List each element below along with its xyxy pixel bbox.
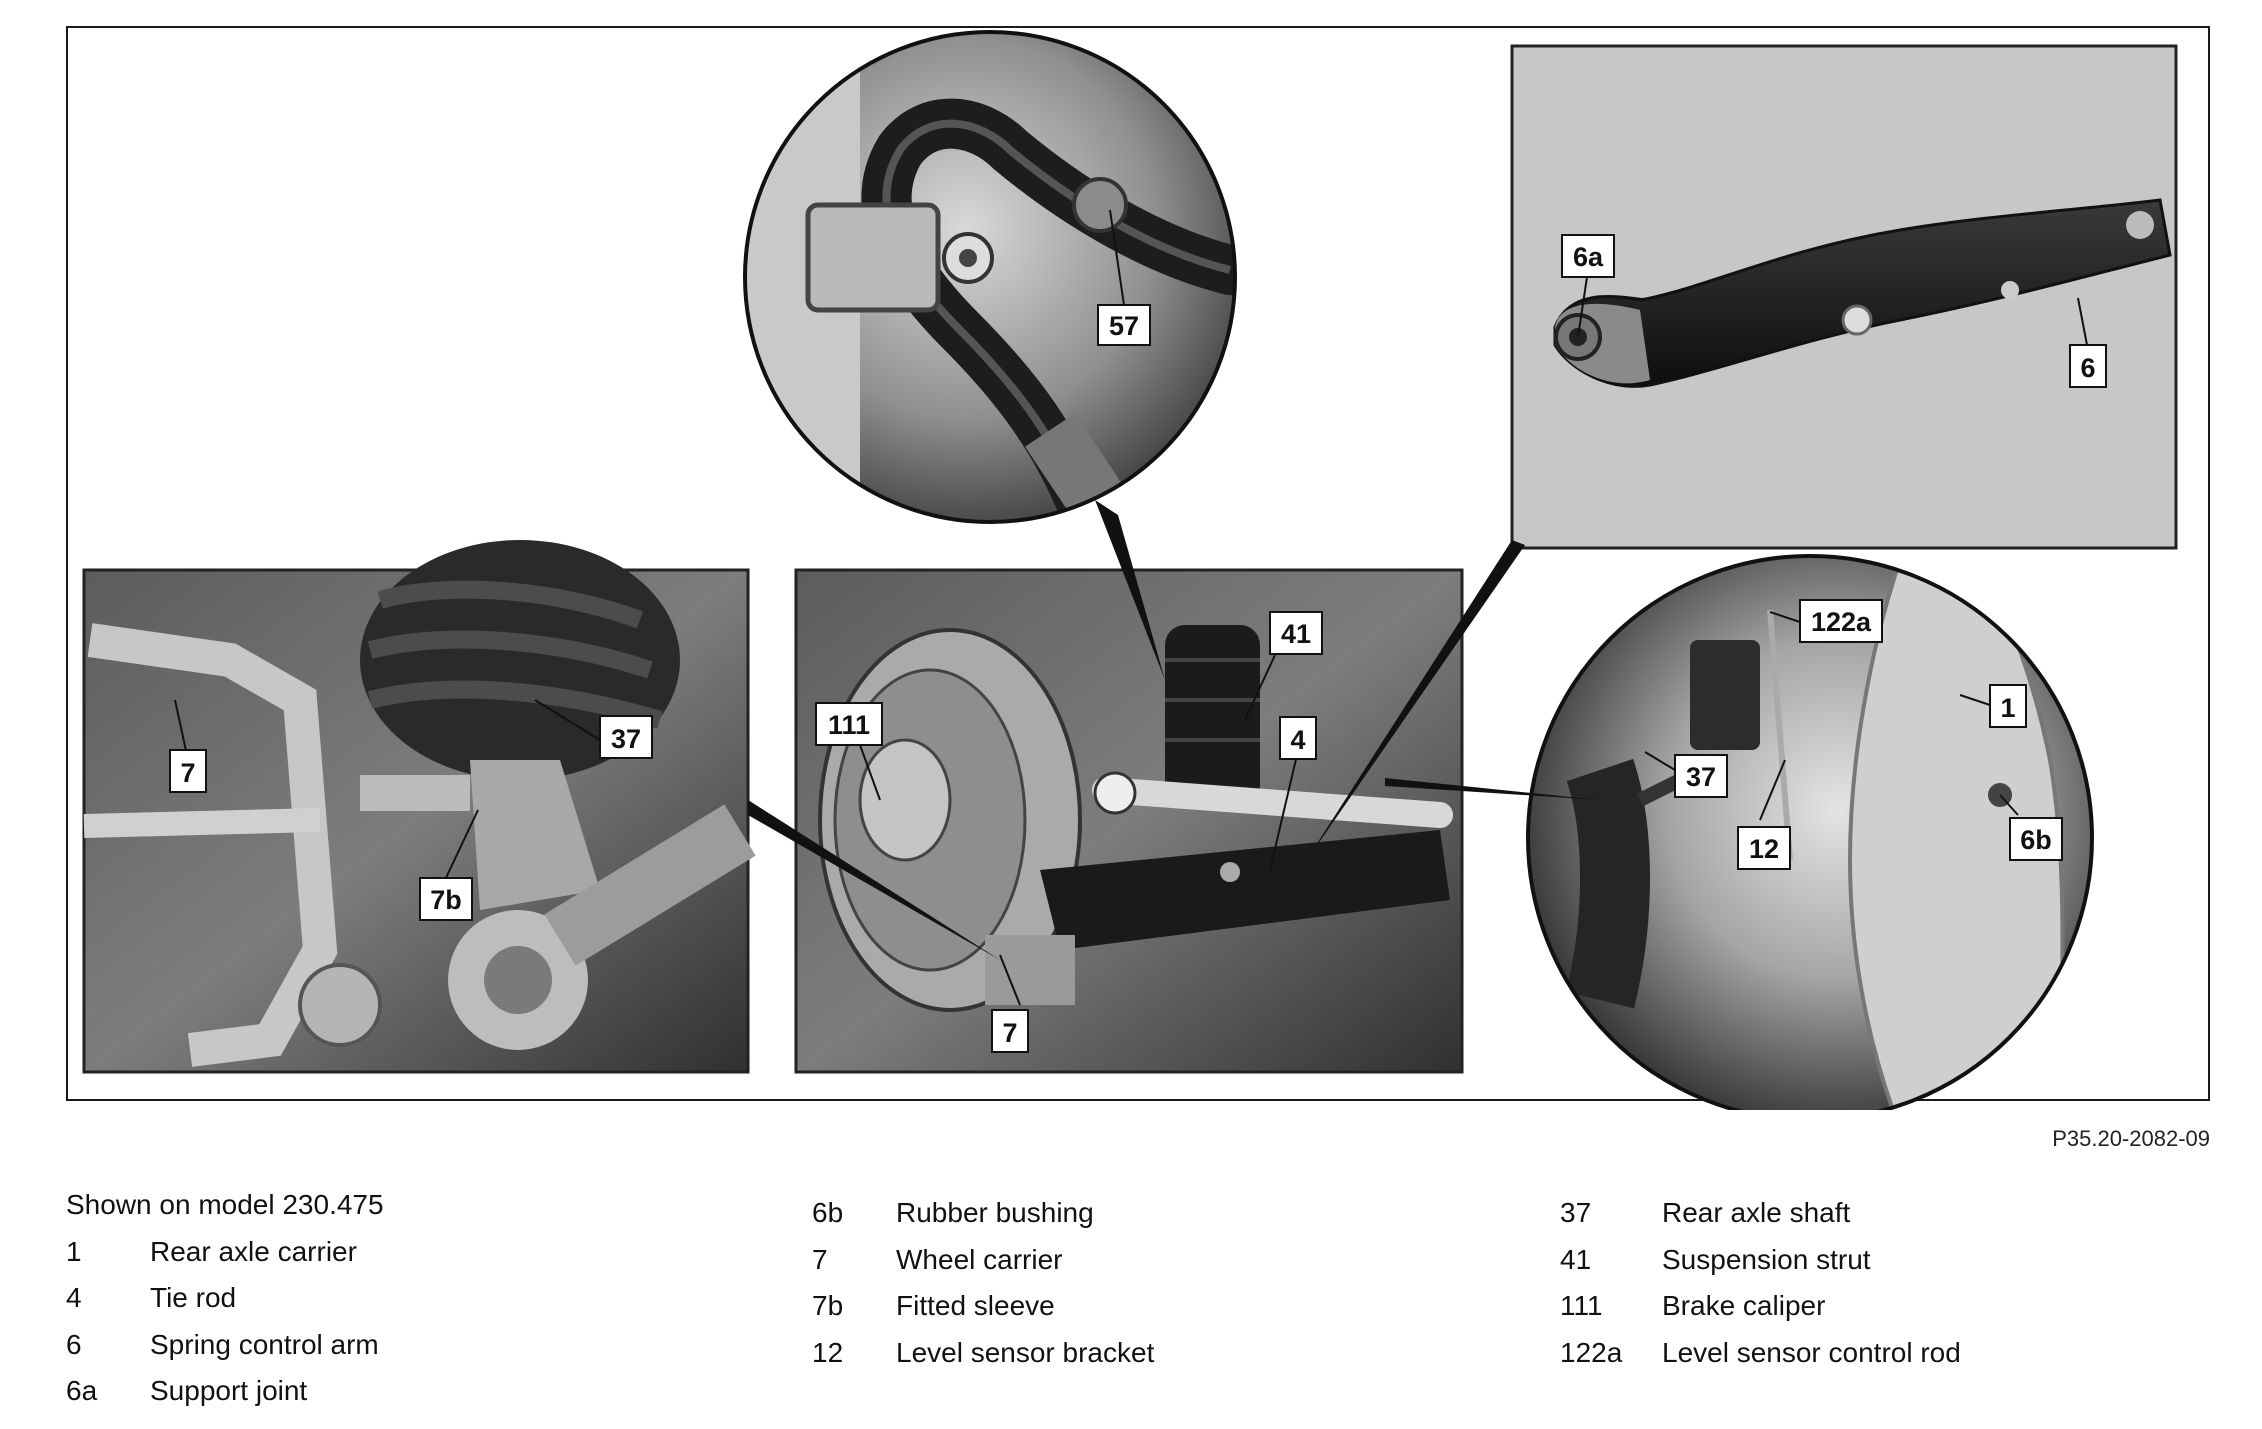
legend-item-label: Spring control arm: [150, 1328, 379, 1360]
legend-item: 12 Level sensor bracket: [812, 1330, 1154, 1377]
legend-column-3: 37 Rear axle shaft 41 Suspension strut 1…: [1560, 1190, 1961, 1376]
legend-item: 122a Level sensor control rod: [1560, 1330, 1961, 1377]
callout-7-center: 7: [991, 1009, 1029, 1053]
legend-item-number: 7b: [812, 1290, 844, 1321]
callout-6: 6: [2069, 344, 2107, 388]
legend-column-1: Shown on model 230.475 1 Rear axle carri…: [66, 1182, 384, 1415]
svg-text:57: 57: [1109, 311, 1139, 341]
legend-item-label: Rear axle shaft: [1662, 1197, 1851, 1228]
legend-item-label: Rubber bushing: [896, 1197, 1094, 1228]
suspension-figure: 57 6a 6 7 37 7b 41 111 4 7 122a 1: [82, 30, 2178, 1110]
svg-text:41: 41: [1281, 619, 1311, 649]
legend-item: 6a Support joint: [66, 1368, 384, 1415]
legend-item: 6 Spring control arm: [66, 1322, 384, 1369]
rear-axle-photo: [794, 568, 1464, 1074]
legend-item: 1 Rear axle carrier: [66, 1229, 384, 1276]
svg-text:1: 1: [2000, 693, 2015, 723]
legend-item: 7b Fitted sleeve: [812, 1283, 1154, 1330]
svg-text:12: 12: [1749, 834, 1779, 864]
callout-37-left: 37: [599, 715, 653, 759]
svg-text:37: 37: [611, 724, 641, 754]
svg-text:122a: 122a: [1811, 607, 1872, 637]
svg-text:6: 6: [2080, 353, 2095, 383]
svg-text:7: 7: [1002, 1018, 1017, 1048]
legend-item: 41 Suspension strut: [1560, 1237, 1961, 1284]
legend-item-label: Rear axle carrier: [150, 1235, 357, 1267]
callout-6b: 6b: [2009, 817, 2063, 861]
legend-item: 111 Brake caliper: [1560, 1283, 1961, 1330]
legend-item-label: Suspension strut: [1662, 1243, 1871, 1275]
callout-37-right: 37: [1674, 754, 1728, 798]
svg-text:37: 37: [1686, 762, 1716, 792]
legend-item-number: 7: [812, 1243, 828, 1275]
legend-item-number: 41: [1560, 1243, 1592, 1275]
legend-item-number: 37: [1560, 1197, 1592, 1228]
callout-41: 41: [1269, 611, 1323, 655]
legend-item-number: 111: [1560, 1290, 1603, 1321]
legend-item-number: 12: [812, 1336, 844, 1368]
wheel-carrier-photo: [82, 540, 756, 1074]
callout-122a: 122a: [1799, 599, 1883, 643]
legend-item-number: 6a: [66, 1375, 98, 1406]
legend-column-2: 6b Rubber bushing 7 Wheel carrier 7b Fit…: [812, 1190, 1154, 1376]
legend-item-number: 6b: [812, 1197, 844, 1228]
legend-item-number: 6: [66, 1328, 82, 1360]
callout-6a: 6a: [1561, 234, 1615, 278]
legend-item: 4 Tie rod: [66, 1275, 384, 1322]
legend-item-number: 1: [66, 1235, 82, 1267]
legend-item-label: Tie rod: [150, 1282, 237, 1313]
legend-item-label: Brake caliper: [1662, 1290, 1826, 1321]
connector-arm: [1300, 540, 1525, 870]
svg-text:111: 111: [828, 710, 870, 740]
spring-control-arm-photo: [1510, 44, 2178, 550]
legend-item: 7 Wheel carrier: [812, 1237, 1154, 1284]
connector-level-sensor: [1385, 778, 1600, 800]
figure-reference-code: P35.20-2082-09: [2052, 1126, 2210, 1151]
callout-12: 12: [1737, 826, 1791, 870]
callout-7-left: 7: [169, 749, 207, 793]
svg-text:4: 4: [1290, 725, 1305, 755]
svg-text:6b: 6b: [2020, 825, 2052, 855]
legend-item: 37 Rear axle shaft: [1560, 1190, 1961, 1237]
legend-item-number: 4: [66, 1282, 82, 1313]
callout-4: 4: [1279, 716, 1317, 760]
stabilizer-detail-circle: [743, 30, 1237, 524]
legend-item-label: Level sensor bracket: [896, 1336, 1155, 1368]
leader-lines: [174, 209, 2088, 1006]
svg-text:7b: 7b: [430, 885, 462, 915]
legend-item-label: Wheel carrier: [896, 1243, 1063, 1275]
legend-item: 6b Rubber bushing: [812, 1190, 1154, 1237]
legend-item-label: Level sensor control rod: [1662, 1336, 1961, 1368]
legend-heading: Shown on model 230.475: [66, 1189, 384, 1220]
connector-stabilizer: [1095, 500, 1165, 680]
callout-1: 1: [1989, 684, 2027, 728]
callout-111: 111: [815, 702, 883, 746]
callout-7b: 7b: [419, 877, 473, 921]
svg-text:6a: 6a: [1573, 242, 1604, 272]
callout-57: 57: [1097, 304, 1151, 346]
connector-wheel-carrier: [748, 800, 1000, 960]
legend-item-label: Support joint: [150, 1375, 308, 1406]
svg-text:7: 7: [180, 758, 195, 788]
legend-item-label: Fitted sleeve: [896, 1290, 1055, 1321]
legend-item-number: 122a: [1560, 1336, 1623, 1368]
